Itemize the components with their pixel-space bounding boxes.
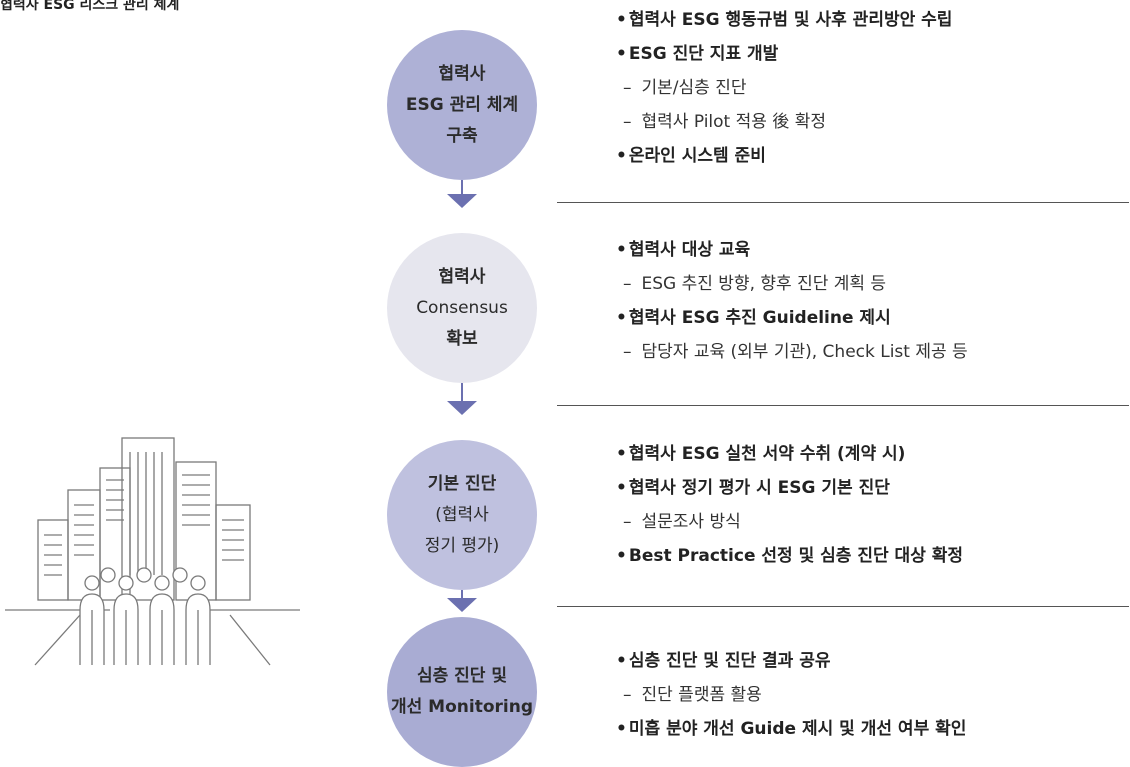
list-item: –기본/심층 진단 bbox=[623, 78, 747, 98]
city-buildings-people-icon bbox=[5, 437, 300, 666]
section-divider bbox=[557, 606, 1129, 607]
list-item: •ESG 진단 지표 개발 bbox=[616, 44, 779, 64]
step-4-list: •심층 진단 및 진단 결과 공유 –진단 플랫폼 활용 •미흡 분야 개선 G… bbox=[616, 644, 966, 746]
step-3-label-line-2: (협력사 bbox=[435, 504, 489, 525]
step-2-label-line-1: 협력사 bbox=[438, 266, 486, 287]
step-4-label-line-1: 심층 진단 및 bbox=[416, 666, 508, 686]
list-item: •협력사 ESG 행동규범 및 사후 관리방안 수립 bbox=[616, 10, 953, 30]
step-3-list: •협력사 ESG 실천 서약 수취 (계약 시) •협력사 정기 평가 시 ES… bbox=[616, 437, 963, 573]
step-4-circle: 심층 진단 및 개선 Monitoring bbox=[387, 617, 537, 767]
step-3-label-line-3: 정기 평가) bbox=[424, 535, 500, 556]
step-2-circle: 협력사 Consensus 확보 bbox=[387, 233, 537, 383]
step-1-circle: 협력사 ESG 관리 체계 구축 bbox=[387, 30, 537, 180]
list-item: –협력사 Pilot 적용 後 확정 bbox=[623, 112, 826, 132]
list-item: –ESG 추진 방향, 향후 진단 계획 등 bbox=[623, 274, 887, 294]
step-1-list: •협력사 ESG 행동규범 및 사후 관리방안 수립 •ESG 진단 지표 개발… bbox=[616, 3, 952, 173]
step-1-label-line-2: ESG 관리 체계 bbox=[405, 94, 519, 115]
section-divider bbox=[557, 405, 1129, 406]
step-3-label-line-1: 기본 진단 bbox=[427, 473, 497, 494]
list-item: •협력사 정기 평가 시 ESG 기본 진단 bbox=[616, 478, 890, 498]
section-divider bbox=[557, 202, 1129, 203]
step-1-label-line-1: 협력사 bbox=[438, 63, 486, 84]
step-1-label-line-3: 구축 bbox=[446, 125, 478, 146]
step-2-label-line-3: 확보 bbox=[446, 328, 478, 349]
step-2-label-line-2: Consensus bbox=[416, 297, 508, 318]
step-2-list: •협력사 대상 교육 –ESG 추진 방향, 향후 진단 계획 등 •협력사 E… bbox=[616, 233, 968, 369]
list-item: –진단 플랫폼 활용 bbox=[623, 685, 762, 705]
list-item: •심층 진단 및 진단 결과 공유 bbox=[616, 651, 831, 671]
step-4-label-line-2: 개선 Monitoring bbox=[390, 697, 533, 717]
list-item: –담당자 교육 (외부 기관), Check List 제공 등 bbox=[623, 342, 968, 362]
list-item: •온라인 시스템 준비 bbox=[616, 146, 766, 166]
list-item: •협력사 ESG 추진 Guideline 제시 bbox=[616, 308, 891, 328]
page-title: 협력사 ESG 리스크 관리 체계 bbox=[0, 0, 180, 13]
list-item: •미흡 분야 개선 Guide 제시 및 개선 여부 확인 bbox=[616, 719, 967, 739]
list-item: •Best Practice 선정 및 심층 진단 대상 확정 bbox=[616, 546, 964, 566]
list-item: –설문조사 방식 bbox=[623, 512, 741, 532]
step-3-circle: 기본 진단 (협력사 정기 평가) bbox=[387, 440, 537, 590]
list-item: •협력사 대상 교육 bbox=[616, 240, 751, 260]
list-item: •협력사 ESG 실천 서약 수취 (계약 시) bbox=[616, 444, 906, 464]
